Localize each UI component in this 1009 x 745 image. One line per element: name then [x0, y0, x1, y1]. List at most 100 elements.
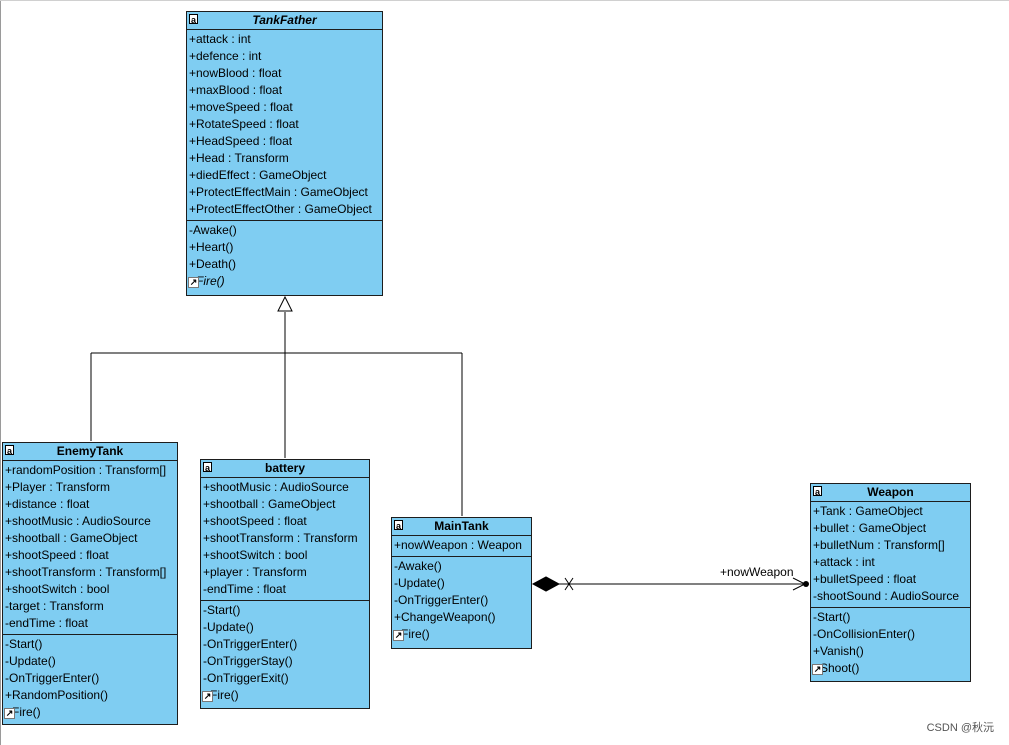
- attribute: +maxBlood : float: [189, 83, 283, 97]
- attribute: +shootSwitch : bool: [5, 582, 110, 596]
- operations-compartment: -Awake() +Heart() +Death() +Fire() ↗: [187, 221, 382, 292]
- attributes-compartment: +Tank : GameObject +bullet : GameObject …: [811, 502, 970, 608]
- operation: -OnCollisionEnter(): [813, 627, 916, 641]
- class-icon: a: [203, 462, 212, 473]
- class-name: EnemyTank: [56, 444, 124, 458]
- attribute: +Head : Transform: [189, 151, 289, 165]
- operations-compartment: -Start() -Update() -OnTriggerEnter() -On…: [201, 601, 369, 706]
- attribute: +attack : int: [813, 555, 875, 569]
- attribute: +shootTransform : Transform: [203, 531, 358, 545]
- attribute: -shootSound : AudioSource: [813, 589, 960, 603]
- class-header: a MainTank: [392, 518, 531, 536]
- operation: +Death(): [189, 257, 237, 271]
- class-name: TankFather: [252, 13, 317, 27]
- generalization-arrowhead: [277, 295, 293, 312]
- operation: +Heart(): [189, 240, 234, 254]
- operations-compartment: -Awake() -Update() -OnTriggerEnter() +Ch…: [392, 557, 531, 645]
- attribute: +randomPosition : Transform[]: [5, 463, 167, 477]
- operation: -OnTriggerEnter(): [5, 671, 100, 685]
- operation: -Awake(): [189, 223, 237, 237]
- attribute: +HeadSpeed : float: [189, 134, 293, 148]
- operation-override: +Fire() ↗: [393, 626, 531, 643]
- attribute: +shootball : GameObject: [203, 497, 336, 511]
- attribute: +bullet : GameObject: [813, 521, 927, 535]
- ownership-dot: [803, 581, 809, 587]
- attribute: +diedEffect : GameObject: [189, 168, 327, 182]
- class-header: a Weapon: [811, 484, 970, 502]
- arrow-icon: ↗: [4, 708, 15, 719]
- class-header: a battery: [201, 460, 369, 478]
- operations-compartment: -Start() -OnCollisionEnter() +Vanish() +…: [811, 608, 970, 679]
- operation-text: +Shoot(): [813, 661, 860, 675]
- attribute: +defence : int: [189, 49, 262, 63]
- class-maintank[interactable]: a MainTank +nowWeapon : Weapon -Awake() …: [391, 517, 532, 649]
- operation: -OnTriggerStay(): [203, 654, 293, 668]
- class-icon: a: [189, 14, 198, 25]
- class-icon: a: [5, 445, 14, 456]
- attribute: +nowWeapon : Weapon: [394, 538, 522, 552]
- operation: -Start(): [813, 610, 851, 624]
- attribute: -target : Transform: [5, 599, 104, 613]
- arrow-icon: ↗: [188, 277, 199, 288]
- class-header: a EnemyTank: [3, 443, 177, 461]
- arrow-icon: ↗: [393, 630, 404, 641]
- attribute: +shootSpeed : float: [5, 548, 109, 562]
- composition-diamond: [531, 576, 561, 592]
- attributes-compartment: +randomPosition : Transform[] +Player : …: [3, 461, 177, 635]
- operation: -OnTriggerEnter(): [203, 637, 298, 651]
- attribute: +ProtectEffectMain : GameObject: [189, 185, 368, 199]
- attribute: +nowBlood : float: [189, 66, 282, 80]
- operation: +RandomPosition(): [5, 688, 109, 702]
- attribute: +moveSpeed : float: [189, 100, 293, 114]
- operation-abstract: +Fire() ↗: [188, 273, 382, 290]
- attribute: +shootMusic : AudioSource: [203, 480, 349, 494]
- attribute: -endTime : float: [203, 582, 286, 596]
- operations-compartment: -Start() -Update() -OnTriggerEnter() +Ra…: [3, 635, 177, 723]
- operation: -Update(): [394, 576, 445, 590]
- top-frame-border: [0, 0, 1009, 1]
- attribute: +shootball : GameObject: [5, 531, 138, 545]
- association-label: +nowWeapon: [720, 565, 794, 579]
- operation: -OnTriggerExit(): [203, 671, 289, 685]
- attribute: -endTime : float: [5, 616, 88, 630]
- left-frame-border: [0, 0, 1, 745]
- attribute: +RotateSpeed : float: [189, 117, 299, 131]
- class-header: a TankFather: [187, 12, 382, 30]
- arrow-icon: ↗: [812, 664, 823, 675]
- operation: -Update(): [5, 654, 56, 668]
- attribute: +bulletSpeed : float: [813, 572, 917, 586]
- attribute: +shootTransform : Transform[]: [5, 565, 167, 579]
- class-battery[interactable]: a battery +shootMusic : AudioSource +sho…: [200, 459, 370, 709]
- attribute: +bulletNum : Transform[]: [813, 538, 945, 552]
- operation: -OnTriggerEnter(): [394, 593, 489, 607]
- attributes-compartment: +attack : int +defence : int +nowBlood :…: [187, 30, 382, 221]
- operation-override: +Fire() ↗: [4, 704, 177, 721]
- operation-override: +Shoot() ↗: [812, 660, 970, 677]
- attribute: +shootMusic : AudioSource: [5, 514, 151, 528]
- attribute: +shootSpeed : float: [203, 514, 307, 528]
- operation: +Vanish(): [813, 644, 864, 658]
- operation: -Update(): [203, 620, 254, 634]
- watermark: CSDN @秋沅: [926, 722, 994, 734]
- operation: -Start(): [5, 637, 43, 651]
- class-weapon[interactable]: a Weapon +Tank : GameObject +bullet : Ga…: [810, 483, 971, 682]
- class-tankfather[interactable]: a TankFather +attack : int +defence : in…: [186, 11, 383, 296]
- attribute: +distance : float: [5, 497, 90, 511]
- class-icon: a: [813, 486, 822, 497]
- class-enemytank[interactable]: a EnemyTank +randomPosition : Transform[…: [2, 442, 178, 725]
- operation: -Start(): [203, 603, 241, 617]
- attributes-compartment: +nowWeapon : Weapon: [392, 536, 531, 557]
- arrow-icon: ↗: [202, 691, 213, 702]
- attribute: +ProtectEffectOther : GameObject: [189, 202, 372, 216]
- operation: -Awake(): [394, 559, 442, 573]
- operation-override: +Fire() ↗: [202, 687, 369, 704]
- attribute: +Player : Transform: [5, 480, 111, 494]
- class-name: MainTank: [434, 519, 489, 533]
- class-name: Weapon: [867, 485, 914, 499]
- attribute: +shootSwitch : bool: [203, 548, 308, 562]
- attributes-compartment: +shootMusic : AudioSource +shootball : G…: [201, 478, 369, 601]
- class-name: battery: [264, 461, 305, 475]
- non-navigable-x-2: [564, 577, 574, 591]
- operation: +ChangeWeapon(): [394, 610, 496, 624]
